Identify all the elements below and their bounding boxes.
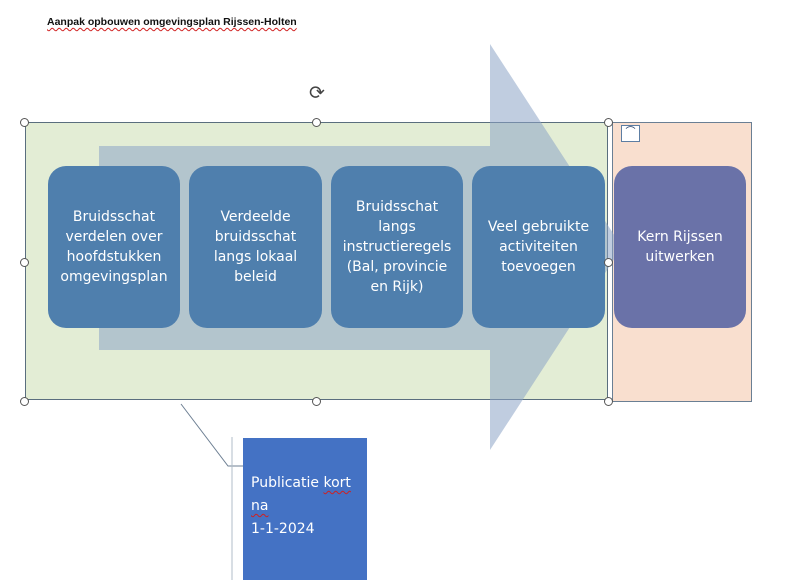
process-step-1[interactable]: Bruidsschat verdelen over hoofdstukken o… (48, 166, 180, 328)
resize-handle-bottom-left[interactable] (20, 397, 29, 406)
resize-handle-bottom-right[interactable] (604, 397, 613, 406)
process-step-5[interactable]: Kern Rijssen uitwerken (614, 166, 746, 328)
process-step-2[interactable]: Verdeelde bruidsschat langs lokaal belei… (189, 166, 322, 328)
rotate-handle-icon[interactable]: ⟳ (309, 83, 325, 104)
process-step-4-label: Veel gebruikte activiteiten toevoegen (487, 219, 590, 275)
publication-callout[interactable]: Publicatie kort na 1-1-2024 (243, 438, 367, 580)
resize-handle-top-left[interactable] (20, 118, 29, 127)
callout-connector (180, 403, 243, 467)
callout-line-1: Publicatie kort (251, 472, 359, 495)
document-title: Aanpak opbouwen omgevingsplan Rijssen-Ho… (47, 16, 297, 28)
resize-handle-bottom[interactable] (312, 397, 321, 406)
process-step-2-label: Verdeelde bruidsschat langs lokaal belei… (213, 209, 298, 285)
resize-handle-right[interactable] (604, 258, 613, 267)
callout-word-publicatie: Publicatie (251, 475, 320, 491)
process-step-1-label: Bruidsschat verdelen over hoofdstukken o… (60, 209, 168, 285)
process-step-3-label: Bruidsschat langs instructieregels (Bal,… (342, 199, 452, 295)
callout-line-2: na (251, 495, 359, 518)
callout-word-na: na (251, 498, 269, 514)
process-step-4[interactable]: Veel gebruikte activiteiten toevoegen (472, 166, 605, 328)
callout-line-3: 1-1-2024 (251, 521, 315, 537)
resize-handle-top-right[interactable] (604, 118, 613, 127)
callout-word-kort: kort (323, 475, 351, 491)
resize-handle-left[interactable] (20, 258, 29, 267)
process-step-3[interactable]: Bruidsschat langs instructieregels (Bal,… (331, 166, 463, 328)
layout-options-icon[interactable]: ⌒ (621, 125, 640, 142)
resize-handle-top[interactable] (312, 118, 321, 127)
process-step-5-label: Kern Rijssen uitwerken (637, 229, 723, 265)
